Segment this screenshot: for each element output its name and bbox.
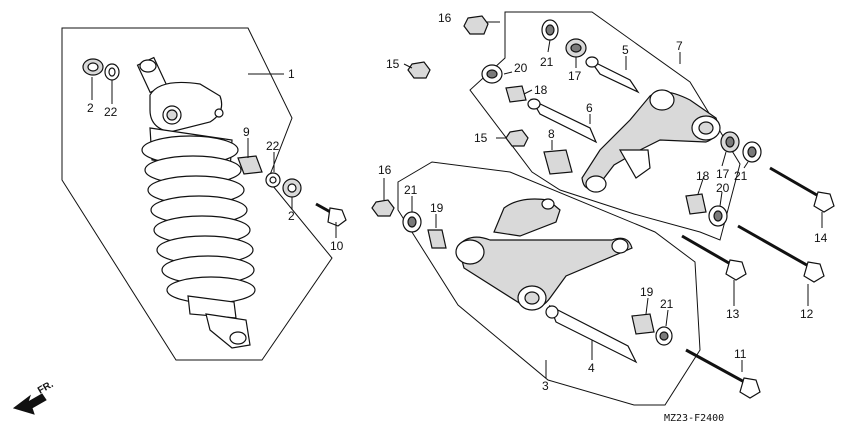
callout-11: 11	[734, 347, 747, 361]
shock-link-7	[581, 89, 721, 193]
callout-14: 14	[814, 231, 828, 245]
link-nut-15b	[505, 129, 529, 147]
callout-18: 18	[696, 169, 710, 183]
shock-group-outline	[61, 27, 333, 361]
callout-1: 1	[288, 67, 295, 81]
link-nut-15a	[407, 61, 431, 79]
callout-8: 8	[548, 127, 555, 141]
arm-seal-21d	[655, 326, 673, 346]
arm-nut-16	[371, 199, 395, 217]
link-nut-16	[463, 15, 489, 35]
shock-bottom-seal-22	[265, 172, 281, 188]
link-seal-21b	[742, 141, 762, 163]
callout-numbers: 1 2 22 9 22 2 10 16 21 17 5 7 15 20 18 6…	[87, 11, 828, 393]
callout-4: 4	[588, 361, 595, 375]
callout-2: 2	[87, 101, 94, 115]
link-bearing-17a	[565, 38, 587, 58]
link-seal-20a	[481, 64, 503, 84]
shock-bottom-collar-2	[282, 178, 302, 198]
callout-3: 3	[542, 379, 549, 393]
arm-bearing-19a	[427, 229, 447, 249]
link-bearing-18a	[505, 85, 527, 103]
callout-13: 13	[726, 307, 740, 321]
arm-group-outline	[397, 161, 701, 406]
callout-22: 22	[104, 105, 118, 119]
leader-lines	[91, 21, 823, 378]
callout-18: 18	[534, 83, 548, 97]
link-bearing-17b	[720, 131, 740, 153]
spring	[141, 135, 256, 304]
callout-6: 6	[586, 101, 593, 115]
link-collar-6	[527, 98, 598, 144]
callout-22: 22	[266, 139, 280, 153]
rear-shock-absorber	[136, 56, 256, 349]
front-direction-arrow: FR.	[12, 379, 56, 415]
callout-12: 12	[800, 307, 814, 321]
callout-5: 5	[622, 43, 629, 57]
arm-bearing-19b	[631, 313, 655, 335]
shock-top-seal-22	[104, 63, 120, 81]
callout-21: 21	[660, 297, 674, 311]
callout-17: 17	[716, 167, 730, 181]
arrow-icon	[12, 393, 47, 415]
callout-7: 7	[676, 39, 683, 53]
drawing-code: MZ23-F2400	[664, 413, 724, 424]
callout-17: 17	[568, 69, 582, 83]
callout-16: 16	[378, 163, 392, 177]
callout-20: 20	[514, 61, 528, 75]
shock-arm-3	[455, 198, 633, 311]
callout-10: 10	[330, 239, 344, 253]
callout-9: 9	[243, 125, 250, 139]
callout-21: 21	[734, 169, 748, 183]
bolt-13	[681, 234, 747, 281]
link-collar-8	[543, 149, 573, 175]
shock-bottom-collar-9	[237, 155, 263, 175]
link-group-outline	[469, 11, 741, 241]
arm-collar-4	[545, 304, 638, 364]
callout-21: 21	[540, 55, 554, 69]
callout-15: 15	[386, 57, 400, 71]
bolt-14	[769, 166, 835, 213]
link-seal-21a	[541, 19, 559, 41]
link-seal-20b	[708, 205, 728, 227]
arm-seal-21c	[402, 211, 422, 233]
link-collar-5	[585, 56, 640, 94]
callout-19: 19	[640, 285, 654, 299]
shock-bolt-10	[315, 202, 347, 227]
callout-15: 15	[474, 131, 488, 145]
callout-2: 2	[288, 209, 295, 223]
link-bearing-18b	[685, 193, 707, 215]
direction-label: FR.	[36, 379, 56, 397]
shock-top-collar-2	[82, 58, 104, 76]
callout-16: 16	[438, 11, 452, 25]
callout-19: 19	[430, 201, 444, 215]
bolt-12	[737, 224, 825, 283]
bolt-11	[685, 348, 761, 399]
callout-21: 21	[404, 183, 418, 197]
callout-20: 20	[716, 181, 730, 195]
